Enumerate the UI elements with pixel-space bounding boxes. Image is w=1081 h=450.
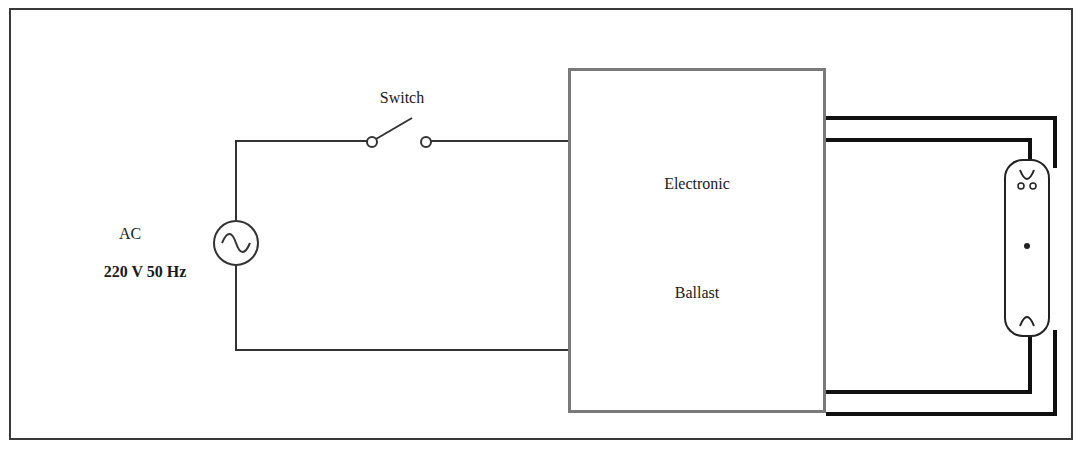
electrode bbox=[1030, 183, 1036, 189]
lamp-wire bbox=[826, 336, 1030, 392]
lamp-wire bbox=[826, 140, 1030, 160]
wire bbox=[236, 141, 367, 221]
frame bbox=[10, 9, 1072, 439]
box-label: Electronic bbox=[664, 175, 730, 193]
lamp-wire bbox=[826, 330, 1055, 414]
filament bbox=[1020, 317, 1034, 326]
electrode bbox=[1018, 183, 1024, 189]
source-label: 220 V 50 Hz bbox=[104, 263, 187, 281]
filament bbox=[1020, 170, 1034, 179]
switch-lever bbox=[376, 118, 412, 139]
switch-label: Switch bbox=[380, 89, 424, 107]
ballast-box: ElectronicBallast bbox=[568, 68, 826, 413]
wire bbox=[431, 140, 570, 142]
wire bbox=[236, 265, 570, 350]
fluorescent-tube bbox=[1005, 160, 1049, 336]
source-label: AC bbox=[119, 225, 141, 243]
lamp-dot bbox=[1024, 243, 1030, 249]
ac-source-symbol bbox=[214, 221, 258, 265]
switch-contact bbox=[421, 137, 431, 147]
box-label: Ballast bbox=[675, 284, 719, 302]
switch-contact bbox=[367, 137, 377, 147]
sine-symbol bbox=[222, 234, 250, 252]
